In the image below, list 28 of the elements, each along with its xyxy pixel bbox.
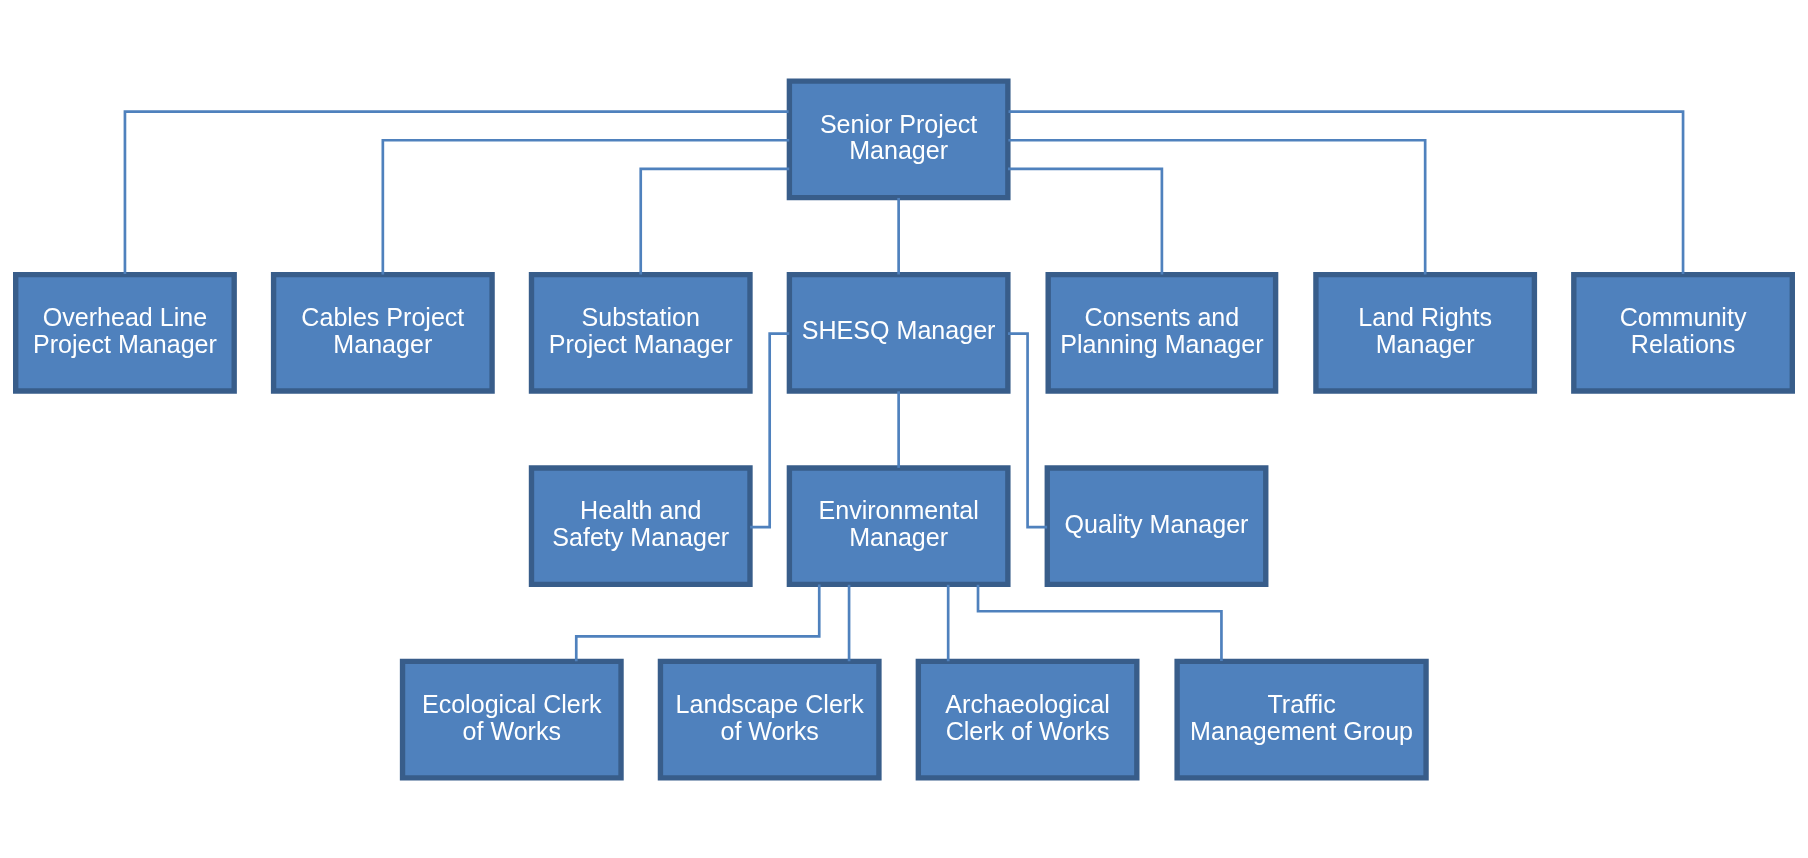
node-box: Senior Project Manager — [786, 77, 1011, 200]
connector — [1008, 331, 1048, 528]
node-box: Traffic Management Group — [1174, 658, 1429, 781]
connector — [897, 197, 900, 274]
node-box: Landscape Clerk of Works — [657, 658, 882, 781]
connector — [1008, 138, 1427, 274]
connector — [946, 584, 950, 661]
connector — [381, 138, 790, 274]
node-box: Substation Project Manager — [528, 271, 753, 394]
node-box: Ecological Clerk of Works — [399, 658, 624, 781]
connector — [1008, 167, 1164, 275]
node-box: Overhead Line Project Manager — [13, 271, 237, 394]
connector — [639, 167, 790, 275]
node-box: SHESQ Manager — [786, 271, 1011, 394]
connector — [1008, 109, 1685, 274]
node-box: Archaeological Clerk of Works — [915, 658, 1140, 781]
connector — [750, 331, 790, 528]
node-box: Health and Safety Manager — [528, 464, 753, 587]
node-box: Consents and Planning Manager — [1045, 271, 1279, 394]
node-box: Land Rights Manager — [1313, 271, 1538, 394]
node-box: Cables Project Manager — [270, 271, 495, 394]
node-box: Environmental Manager — [786, 464, 1011, 587]
connector — [976, 584, 1223, 661]
connector — [897, 390, 900, 468]
connector — [847, 584, 851, 661]
node-box: Community Relations — [1571, 271, 1795, 394]
node-box: Quality Manager — [1044, 464, 1269, 587]
connector — [123, 109, 789, 274]
